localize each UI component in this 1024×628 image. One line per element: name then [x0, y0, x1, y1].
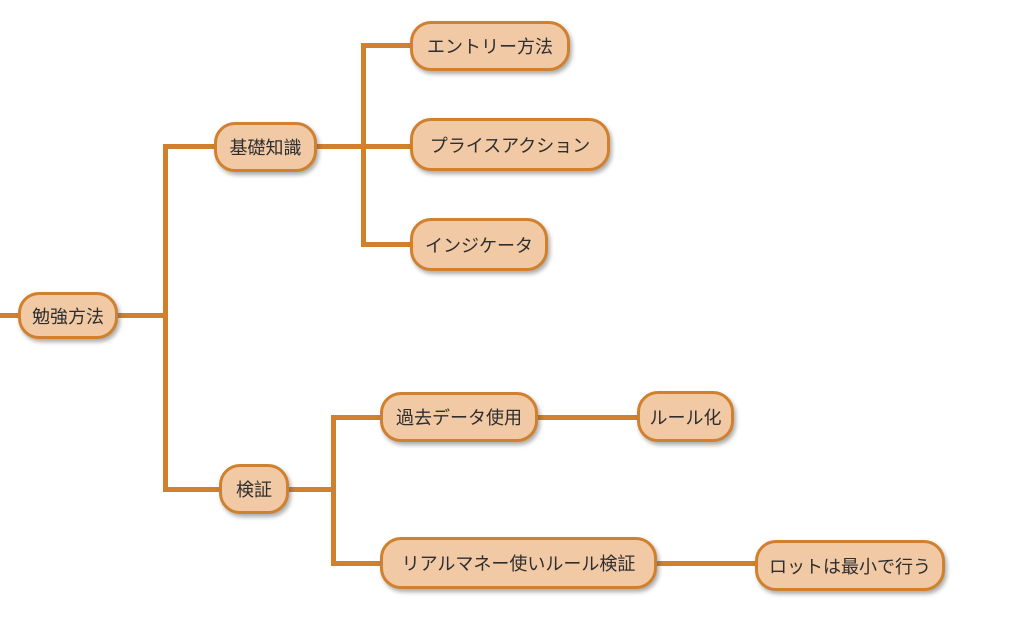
connector-real-money-to-lot: [655, 561, 757, 566]
connector-to-past-data: [331, 415, 382, 420]
node-price-action[interactable]: プライスアクション: [410, 118, 610, 171]
connector-to-basic-knowledge: [163, 144, 216, 149]
connector-root-to-trunk: [116, 313, 168, 318]
node-rule-making[interactable]: ルール化: [637, 391, 734, 442]
connector-past-data-to-rule: [536, 415, 639, 420]
node-entry-method[interactable]: エントリー方法: [410, 21, 570, 71]
connector-to-indicator: [361, 242, 412, 247]
node-study-method[interactable]: 勉強方法: [18, 292, 118, 339]
connector-verification-right: [287, 487, 336, 492]
connector-trunk-vertical: [163, 144, 168, 492]
node-minimum-lot[interactable]: ロットは最小で行う: [755, 540, 945, 591]
node-basic-knowledge[interactable]: 基礎知識: [214, 122, 317, 172]
connector-to-real-money: [331, 561, 382, 566]
node-past-data[interactable]: 過去データ使用: [380, 392, 538, 442]
connector-verification-branch-vertical: [331, 415, 336, 566]
connector-basic-knowledge-right: [315, 144, 366, 149]
connector-to-verification: [163, 487, 221, 492]
connector-root-left: [0, 313, 21, 318]
node-indicator[interactable]: インジケータ: [410, 218, 548, 271]
connector-to-price-action: [361, 144, 412, 149]
node-real-money-verification[interactable]: リアルマネー使いルール検証: [380, 537, 657, 589]
connector-to-entry-method: [361, 43, 412, 48]
node-verification[interactable]: 検証: [219, 464, 289, 514]
